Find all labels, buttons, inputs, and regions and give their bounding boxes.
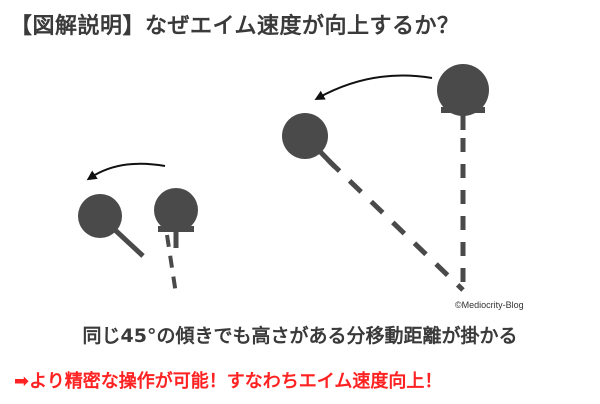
- conclusion-line: ➡より精密な操作が可能！すなわちエイム速度向上！: [14, 367, 442, 393]
- large-motion-arrow: [314, 74, 433, 100]
- large-tilted-head: [282, 113, 328, 159]
- large-path-dashed-diagonal: [326, 158, 465, 292]
- diagram-title: 【図解説明】なぜエイム速度が向上するか？: [10, 14, 460, 39]
- small-motion-arrow: [86, 162, 166, 181]
- caption-text: 同じ45°の傾きでも高さがある分移動距離が掛かる: [82, 325, 518, 347]
- credit-text: ©Mediocrity-Blog: [455, 300, 524, 310]
- large-upright-shoulders: [441, 107, 485, 113]
- small-figure-upright: [154, 188, 198, 295]
- right-arrow-icon: ➡: [14, 371, 30, 392]
- large-upright-head: [437, 64, 489, 116]
- small-upright-head: [154, 188, 198, 232]
- large-figure-tilted: [282, 113, 465, 292]
- large-example: [282, 64, 489, 292]
- small-tilted-head: [78, 194, 122, 238]
- conclusion-text: より精密な操作が可能！すなわちエイム速度向上！: [29, 371, 443, 392]
- small-upright-shoulders: [158, 226, 194, 232]
- large-figure-upright: [437, 64, 489, 290]
- small-path-dashed: [165, 234, 178, 295]
- small-example: [78, 162, 198, 295]
- small-figure-tilted: [78, 194, 145, 258]
